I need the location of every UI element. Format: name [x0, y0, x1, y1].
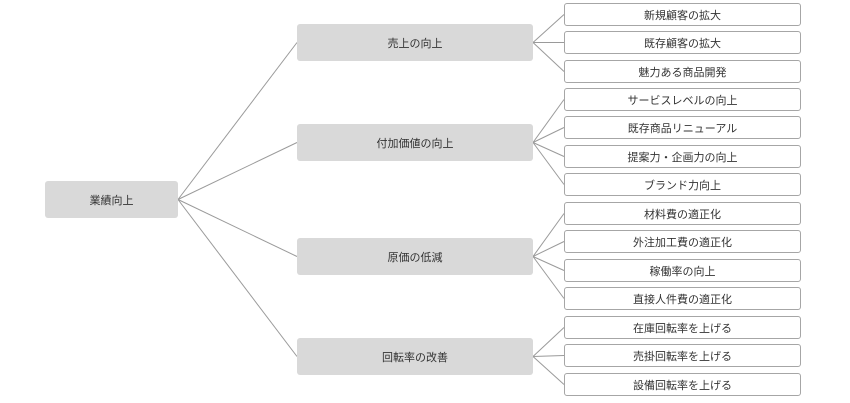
- leaf-node-label: 新規顧客の拡大: [644, 8, 721, 22]
- leaf-node: 在庫回転率を上げる: [564, 316, 801, 339]
- root-node-label: 業績向上: [89, 193, 134, 207]
- connector-line: [532, 42, 565, 72]
- leaf-node: ブランド力向上: [564, 173, 801, 196]
- connector-line: [532, 327, 565, 357]
- leaf-node-label: 魅力ある商品開発: [638, 65, 727, 79]
- branch-node-cost-reduction: 原価の低減: [297, 238, 533, 275]
- leaf-node: 既存商品リニューアル: [564, 116, 801, 139]
- connector-line: [177, 42, 298, 200]
- leaf-node: 材料費の適正化: [564, 202, 801, 225]
- connector-line: [532, 213, 565, 257]
- leaf-node-label: 提案力・企画力の向上: [627, 150, 738, 164]
- connector-line: [177, 199, 298, 257]
- leaf-node: 稼働率の向上: [564, 259, 801, 282]
- connector-line: [532, 356, 565, 385]
- leaf-node-label: サービスレベルの向上: [627, 93, 738, 107]
- connector-line: [532, 142, 565, 185]
- leaf-node: 提案力・企画力の向上: [564, 145, 801, 168]
- leaf-node-label: 直接人件費の適正化: [633, 292, 732, 306]
- leaf-node-label: 既存商品リニューアル: [627, 121, 738, 135]
- branch-node-sales: 売上の向上: [297, 24, 533, 61]
- leaf-node: 直接人件費の適正化: [564, 287, 801, 310]
- leaf-node: 売掛回転率を上げる: [564, 344, 801, 367]
- branch-node-label: 回転率の改善: [382, 350, 448, 364]
- branch-node-turnover: 回転率の改善: [297, 338, 533, 375]
- leaf-node-label: 売掛回転率を上げる: [633, 349, 732, 363]
- leaf-node-label: 設備回転率を上げる: [633, 378, 732, 392]
- connector-line: [532, 256, 565, 271]
- connector-line: [532, 241, 565, 257]
- branch-node-label: 売上の向上: [387, 36, 443, 50]
- root-node: 業績向上: [45, 181, 178, 218]
- connector-line: [532, 355, 565, 357]
- connector-line: [532, 14, 565, 43]
- connector-line: [532, 127, 565, 143]
- leaf-node-label: 材料費の適正化: [644, 207, 721, 221]
- leaf-node: 新規顧客の拡大: [564, 3, 801, 26]
- leaf-node: 設備回転率を上げる: [564, 373, 801, 396]
- leaf-node-label: 在庫回転率を上げる: [633, 321, 732, 335]
- leaf-node-label: 既存顧客の拡大: [644, 36, 721, 50]
- leaf-node: 既存顧客の拡大: [564, 31, 801, 54]
- leaf-node-label: 外注加工費の適正化: [633, 235, 732, 249]
- leaf-node: 魅力ある商品開発: [564, 60, 801, 83]
- leaf-node: サービスレベルの向上: [564, 88, 801, 111]
- connector-line: [532, 256, 565, 299]
- connector-line: [177, 142, 298, 200]
- connector-line: [177, 199, 298, 357]
- leaf-node-label: ブランド力向上: [644, 178, 721, 192]
- connector-line: [532, 99, 565, 143]
- connector-line: [532, 142, 565, 157]
- branch-node-label: 付加価値の向上: [376, 136, 454, 150]
- branch-node-label: 原価の低減: [387, 250, 443, 264]
- leaf-node: 外注加工費の適正化: [564, 230, 801, 253]
- branch-node-added-value: 付加価値の向上: [297, 124, 533, 161]
- leaf-node-label: 稼働率の向上: [649, 264, 716, 278]
